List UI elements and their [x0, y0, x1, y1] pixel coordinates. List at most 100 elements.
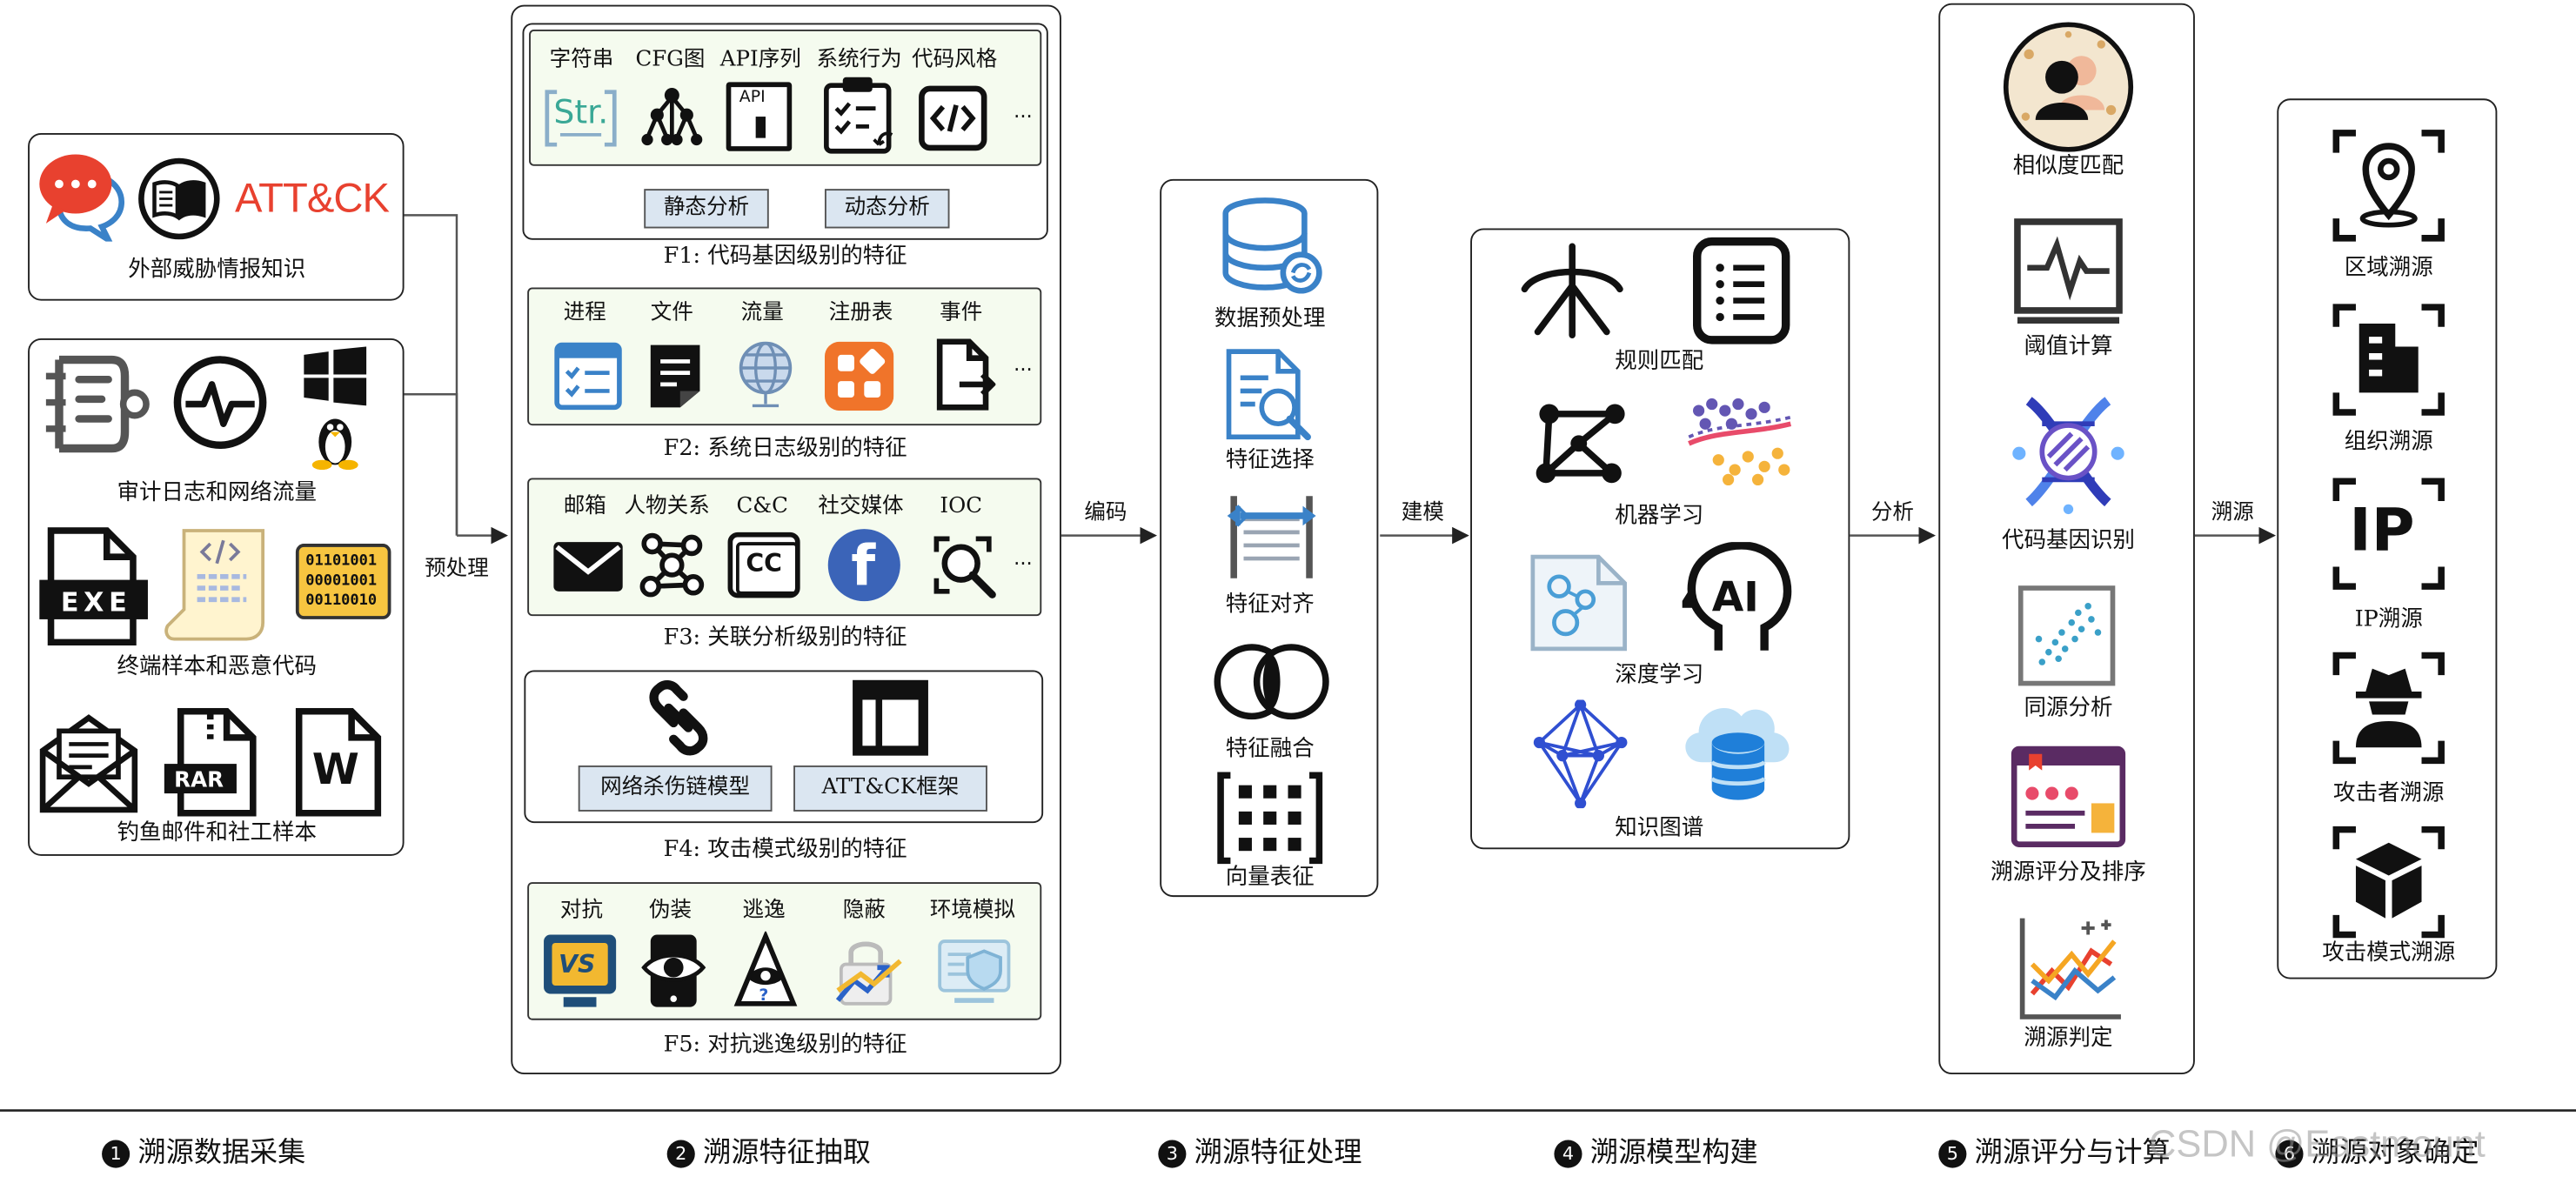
trace-decision-icon [2019, 918, 2121, 1020]
arrow-label-analyze: 分析 [1870, 500, 1914, 526]
ai-head-icon: AI [1682, 542, 1792, 651]
attacker-trace-icon [2332, 652, 2445, 765]
org-trace-label: 组织溯源 [2344, 428, 2433, 456]
ip-trace-icon: IP [2330, 475, 2448, 593]
f3-label-4: IOC [940, 494, 983, 519]
region-trace-label: 区域溯源 [2344, 254, 2433, 281]
process-icon [554, 342, 622, 411]
f1-caption: F1: 代码基因级别的特征 [663, 243, 907, 270]
f5-caption: F5: 对抗逃逸级别的特征 [663, 1031, 907, 1059]
f1-ellipsis: ··· [1014, 104, 1033, 129]
versus-monitor-icon: VS [544, 934, 617, 1013]
neural-net-icon [1530, 554, 1627, 652]
region-trace-icon [2332, 130, 2445, 242]
f5-label-1: 伪装 [648, 898, 693, 924]
registry-icon [824, 341, 894, 411]
list-document-icon [1692, 237, 1790, 344]
facebook-icon: f [827, 529, 900, 602]
feature-align-icon [1227, 496, 1316, 578]
attacker-trace-label: 攻击者溯源 [2332, 779, 2445, 807]
word-label: W [311, 745, 359, 795]
ip-trace-label: IP溯源 [2354, 605, 2423, 633]
attck-framework-button[interactable]: ATT&CK框架 [793, 765, 987, 812]
traffic-globe-icon [739, 341, 793, 408]
trace-decision-label: 溯源判定 [2024, 1025, 2113, 1052]
terminal-caption: 终端样本和恶意代码 [117, 653, 317, 680]
linux-icon [311, 418, 358, 471]
rule-match-icon [1521, 243, 1623, 339]
code-gene-icon [2012, 397, 2124, 515]
f3-caption: F3: 关联分析级别的特征 [663, 624, 907, 651]
dynamic-analysis-button[interactable]: 动态分析 [824, 189, 950, 229]
threshold-label: 阈值计算 [2024, 333, 2113, 360]
f2-label-0: 进程 [563, 300, 606, 325]
attack-pattern-trace-label: 攻击模式溯源 [2322, 939, 2456, 966]
attck-framework-icon [853, 679, 928, 756]
f2-ellipsis: ··· [1014, 358, 1033, 382]
word-file-icon [295, 707, 382, 817]
knowledge-graph-label: 知识图谱 [1615, 814, 1704, 841]
arrow-label-encode: 编码 [1084, 500, 1127, 526]
csdn-watermark: CSDN @Eastmount [2149, 1121, 2486, 1165]
f5-label-4: 环境模拟 [929, 898, 1016, 924]
org-trace-icon [2332, 304, 2445, 416]
feature-align-label: 特征对齐 [1225, 591, 1315, 618]
f3-label-3: 社交媒体 [818, 494, 904, 519]
f2-label-3: 注册表 [828, 300, 893, 325]
exe-label: EXE [60, 586, 132, 618]
f2-caption: F2: 系统日志级别的特征 [663, 435, 907, 462]
machine-learning-label: 机器学习 [1615, 502, 1704, 530]
f3-label-1: 人物关系 [624, 494, 710, 519]
clustering-icon [1688, 398, 1792, 486]
windows-icon [304, 346, 367, 406]
feature-extraction-box: 静态分析 动态分析 字符串 CFG图 API序列 系统行为 代码风格 Str. … [511, 4, 1061, 1075]
mail-icon [39, 714, 138, 813]
scoring-box: 相似度匹配 阈值计算 代码基因识别 同源分析 [1938, 3, 2195, 1075]
event-icon [936, 338, 996, 411]
feature-select-icon [1226, 349, 1311, 441]
rule-match-label: 规则匹配 [1615, 348, 1704, 375]
rar-file-icon [164, 707, 257, 817]
threat-intel-box: ATT&CK 外部威胁情报知识 [28, 132, 405, 301]
feature-select-label: 特征选择 [1225, 446, 1315, 473]
script-scroll-icon [164, 529, 265, 641]
feature-fusion-label: 特征融合 [1225, 736, 1315, 763]
data-sources-box: 审计日志和网络流量 EXE 01101001 00001001 00110010… [28, 338, 405, 856]
f3-label-0: 邮箱 [563, 494, 606, 519]
f2-label-4: 事件 [940, 300, 983, 325]
machine-learning-icon [1536, 404, 1625, 484]
arrow-label-preprocess: 预处理 [425, 557, 489, 582]
audit-caption: 审计日志和网络流量 [117, 479, 317, 506]
f1-label-0: 字符串 [549, 47, 614, 73]
email-icon [553, 542, 623, 592]
environment-sim-icon [938, 939, 1011, 1003]
book-icon [138, 157, 220, 240]
similarity-match-icon [2003, 22, 2134, 152]
disguise-phone-icon [641, 934, 706, 1007]
f2-label-1: 文件 [650, 300, 693, 325]
data-preprocess-label: 数据预处理 [1214, 305, 1326, 332]
cfg-graph-icon [641, 88, 703, 146]
f1-label-2: API序列 [719, 47, 801, 73]
cloud-db-icon [1685, 707, 1790, 800]
svg-text:?: ? [759, 986, 768, 1005]
pulse-icon [173, 356, 267, 450]
arrow-label-model: 建模 [1401, 500, 1444, 526]
f4-caption: F4: 攻击模式级别的特征 [663, 836, 907, 863]
code-gene-label: 代码基因识别 [2002, 527, 2135, 554]
deep-learning-label: 深度学习 [1615, 662, 1704, 689]
f1-label-4: 代码风格 [912, 47, 998, 73]
cc-server-icon: CC [727, 531, 800, 598]
feature-processing-box: 数据预处理 特征选择 特征对齐 特征融合 [1160, 178, 1379, 898]
rar-label: RAR [174, 768, 224, 794]
attck-logo: ATT&CK [235, 176, 390, 222]
f3-ellipsis: ··· [1014, 552, 1033, 575]
feature-fusion-icon [1214, 644, 1329, 720]
exe-file-icon [39, 527, 148, 646]
static-analysis-button[interactable]: 静态分析 [644, 189, 769, 229]
string-icon: Str. [544, 89, 618, 148]
kill-chain-button[interactable]: 网络杀伤链模型 [578, 765, 773, 812]
